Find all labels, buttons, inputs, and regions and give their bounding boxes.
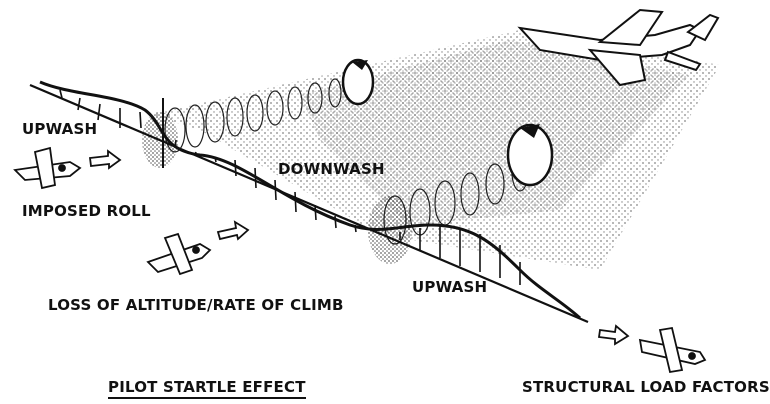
upwash-left-label: UPWASH <box>22 120 97 138</box>
small-aircraft-icon <box>640 328 705 372</box>
upwash-right-label: UPWASH <box>412 278 487 296</box>
small-aircraft-icon <box>15 148 80 188</box>
direction-arrow-icon <box>599 326 628 344</box>
downwash-label: DOWNWASH <box>278 160 385 178</box>
direction-arrow-icon <box>90 151 120 168</box>
loss-altitude-label: LOSS OF ALTITUDE/RATE OF CLIMB <box>48 296 344 314</box>
imposed-roll-label: IMPOSED ROLL <box>22 202 151 220</box>
small-aircraft-icon <box>148 234 210 274</box>
direction-arrow-icon <box>218 222 248 239</box>
structural-load-label: STRUCTURAL LOAD FACTORS <box>522 378 770 396</box>
pilot-startle-label: PILOT STARTLE EFFECT <box>108 378 306 399</box>
